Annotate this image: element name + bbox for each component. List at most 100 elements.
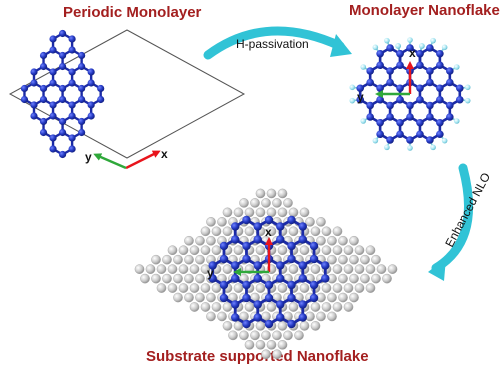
h-passivation-arrow: H-passivation <box>203 26 352 60</box>
atom <box>446 113 454 121</box>
atom <box>298 313 307 322</box>
atom <box>416 84 424 93</box>
atom <box>68 145 76 153</box>
atom <box>436 118 444 127</box>
hydrogen-atom <box>453 64 460 70</box>
substrate-atom <box>211 245 222 256</box>
atom <box>68 35 76 43</box>
substrate-atom <box>343 264 354 274</box>
atom <box>396 130 404 139</box>
atom <box>309 293 319 303</box>
substrate-atom <box>332 226 343 237</box>
periodic-axes: x y <box>85 147 168 170</box>
atom <box>49 79 57 87</box>
substrate-atom <box>239 330 249 341</box>
substrate-atom <box>222 226 233 237</box>
enhanced-nlo-arrow: Enhanced NLO <box>428 163 493 281</box>
atom <box>219 241 229 251</box>
substrate-atom <box>195 273 205 284</box>
atom <box>253 274 262 283</box>
hydrogen-atom <box>360 64 367 70</box>
atom <box>386 101 394 110</box>
substrate-atom <box>343 283 354 293</box>
substrate-atom <box>338 292 348 303</box>
atom <box>321 274 330 283</box>
substrate-atom <box>305 217 315 227</box>
atom <box>426 101 434 110</box>
atom <box>276 300 285 309</box>
atom <box>87 101 95 109</box>
atom <box>78 117 86 126</box>
atom <box>208 274 217 283</box>
substrate-atom <box>310 321 321 331</box>
substrate-atom <box>151 273 161 284</box>
substrate-atom <box>266 226 277 237</box>
substrate-atom <box>162 273 172 284</box>
substrate-atom <box>354 245 365 256</box>
substrate-atom <box>211 226 222 237</box>
substrate-atom <box>250 198 260 208</box>
atom <box>309 280 319 290</box>
axis-y-label: y <box>207 266 214 280</box>
substrate-atom <box>360 273 370 284</box>
substrate-atom <box>178 283 189 293</box>
substrate-atom <box>349 254 359 265</box>
substrate-atom <box>189 283 200 293</box>
substrate-atom <box>178 245 189 256</box>
atom <box>455 84 464 93</box>
substrate-atom <box>321 226 332 237</box>
atom <box>87 112 95 120</box>
atom <box>242 319 251 329</box>
substrate-atom <box>316 311 326 322</box>
hydrogen-atom <box>419 43 425 49</box>
atom <box>426 136 434 144</box>
atom <box>298 274 307 283</box>
atom <box>20 95 29 104</box>
atom <box>366 67 374 75</box>
atom <box>287 319 296 329</box>
atom <box>298 235 307 244</box>
atom <box>446 67 454 75</box>
substrate-atom <box>327 311 337 322</box>
atom <box>253 300 262 309</box>
atom <box>68 101 76 109</box>
substrate-atom <box>299 207 310 218</box>
substrate-atom <box>189 264 200 274</box>
substrate-atom <box>151 254 161 265</box>
atom <box>39 51 48 60</box>
atom <box>376 84 384 93</box>
atom <box>376 49 384 58</box>
atom <box>396 118 404 127</box>
substrate-atom <box>239 198 249 208</box>
substrate-atom <box>140 273 150 284</box>
hydrogen-atom <box>407 37 413 43</box>
atom <box>298 261 307 270</box>
axis-y-label: y <box>357 90 364 104</box>
atom <box>49 134 57 142</box>
substrate-atom <box>167 283 178 293</box>
substrate-atom <box>332 264 343 274</box>
substrate-atom <box>387 264 398 274</box>
substrate-atom <box>332 302 343 312</box>
atom <box>287 241 296 251</box>
hydrogen-atom <box>349 97 356 104</box>
atom <box>309 241 319 251</box>
atom <box>39 84 48 93</box>
atom <box>264 293 274 303</box>
atom <box>253 261 262 270</box>
atom <box>68 79 76 87</box>
atom <box>78 62 86 71</box>
substrate-atom <box>200 264 211 274</box>
atom <box>231 235 240 244</box>
axis-y-label: y <box>85 150 92 164</box>
substrate-atom <box>195 235 205 246</box>
substrate-atom <box>162 254 172 265</box>
substrate-atom <box>233 283 244 293</box>
atom <box>366 101 374 110</box>
substrate-atom <box>261 198 271 208</box>
atom <box>58 117 67 126</box>
atom <box>436 130 444 139</box>
substrate-atom <box>255 188 266 199</box>
atom <box>396 84 404 93</box>
substrate-atom <box>332 283 343 293</box>
